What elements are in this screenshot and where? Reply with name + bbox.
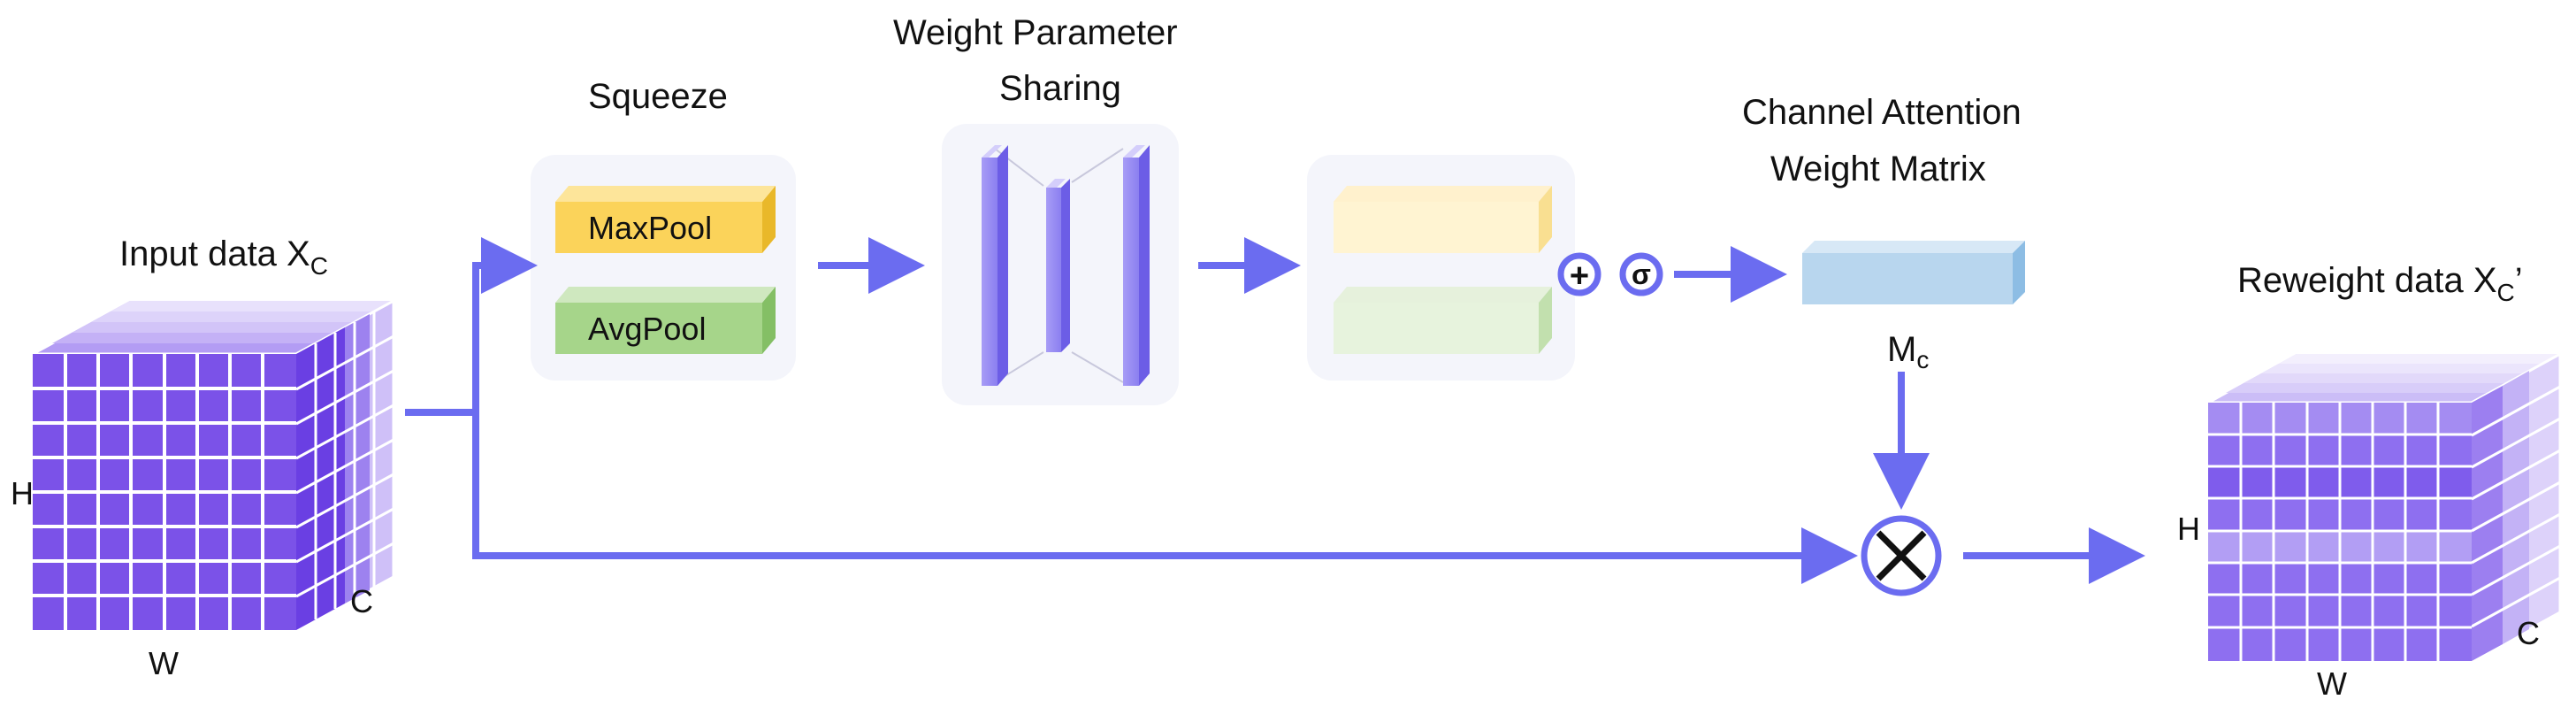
output-cube-top-face — [2207, 352, 2561, 404]
squeeze-title: Squeeze — [588, 77, 728, 116]
input-cube-side-face — [294, 298, 395, 633]
pooled-avg-bar — [1334, 287, 1552, 354]
avgpool-block: AvgPool — [555, 287, 776, 354]
attention-matrix-block: Channel Attention Weight Matrix Mc — [1742, 93, 2025, 373]
output-cube-c-label: C — [2517, 615, 2540, 651]
input-cube-title: Input data XC — [119, 234, 328, 280]
output-cube-h-label: H — [2177, 511, 2200, 547]
pooled-max-bar — [1334, 186, 1552, 253]
weight-sharing-block: Weight Parameter Sharing — [893, 13, 1179, 405]
fc-layer-3 — [1123, 145, 1150, 386]
squeeze-block: Squeeze MaxPool AvgPool — [531, 77, 796, 381]
input-cube: Input data XC — [11, 234, 395, 681]
output-cube-title: Reweight data XC’ — [2237, 261, 2523, 306]
attention-matrix — [1802, 241, 2025, 304]
attention-title-line2: Weight Matrix — [1770, 150, 1986, 188]
input-cube-w-label: W — [149, 645, 179, 681]
maxpool-label: MaxPool — [588, 210, 712, 246]
add-operator: + — [1557, 252, 1601, 296]
pooled-output-block — [1307, 155, 1575, 381]
input-cube-front-face — [33, 354, 296, 630]
input-cube-c-label: C — [350, 583, 373, 619]
weight-sharing-title-line2: Sharing — [999, 69, 1121, 108]
output-cube: Reweight data XC’ — [2177, 261, 2562, 702]
fc-layer-1 — [982, 145, 1008, 386]
sigmoid-symbol: σ — [1632, 258, 1651, 290]
avgpool-label: AvgPool — [588, 311, 706, 347]
attention-title-line1: Channel Attention — [1742, 93, 2022, 132]
output-cube-w-label: W — [2317, 665, 2347, 702]
arrow-input-to-multiply — [472, 412, 1858, 584]
flow-arrows — [405, 237, 2145, 584]
sigmoid-operator: σ — [1619, 252, 1663, 296]
multiply-operator — [1861, 515, 1942, 596]
output-cube-front-face — [2208, 403, 2472, 661]
input-cube-top-face — [32, 299, 394, 356]
matrix-label: Mc — [1887, 330, 1929, 373]
output-cube-side-face — [2470, 351, 2562, 664]
arrow-input-to-squeeze — [405, 237, 538, 416]
input-cube-h-label: H — [11, 475, 34, 511]
weight-sharing-title-line1: Weight Parameter — [893, 13, 1178, 52]
add-symbol: + — [1570, 258, 1589, 295]
fc-layer-2 — [1046, 179, 1070, 352]
maxpool-block: MaxPool — [555, 186, 776, 253]
